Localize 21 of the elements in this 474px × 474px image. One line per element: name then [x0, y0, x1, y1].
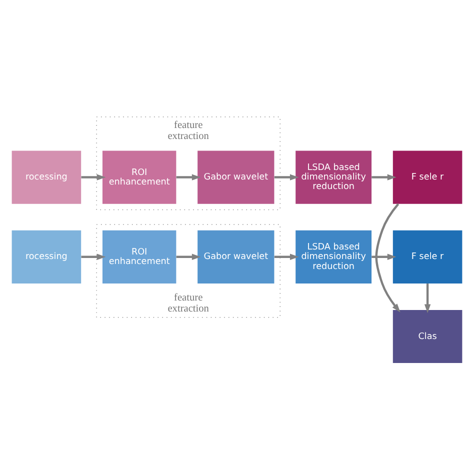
arrow: [372, 174, 396, 180]
node-box: ROI enhancement: [102, 150, 176, 204]
node-box: F sele r: [392, 150, 462, 204]
arrow: [81, 174, 106, 180]
arrow: [375, 203, 400, 312]
node-box: Clas: [392, 310, 462, 364]
node-box: Gabor wavelet: [198, 230, 274, 284]
node-box: F sele r: [392, 230, 462, 284]
arrow: [274, 174, 299, 180]
arrow: [81, 254, 106, 260]
node-box: rocessing: [12, 150, 82, 204]
node-box: Gabor wavelet: [198, 150, 274, 204]
arrow: [274, 254, 299, 260]
node-box: LSDA based dimensionality reduction: [296, 230, 372, 284]
node-box: ROI enhancement: [102, 230, 176, 284]
arrow: [176, 254, 201, 260]
arrow: [424, 284, 431, 314]
node-box: rocessing: [12, 230, 82, 284]
arrow: [372, 254, 396, 260]
node-box: LSDA based dimensionality reduction: [296, 150, 372, 204]
arrow: [176, 174, 201, 180]
